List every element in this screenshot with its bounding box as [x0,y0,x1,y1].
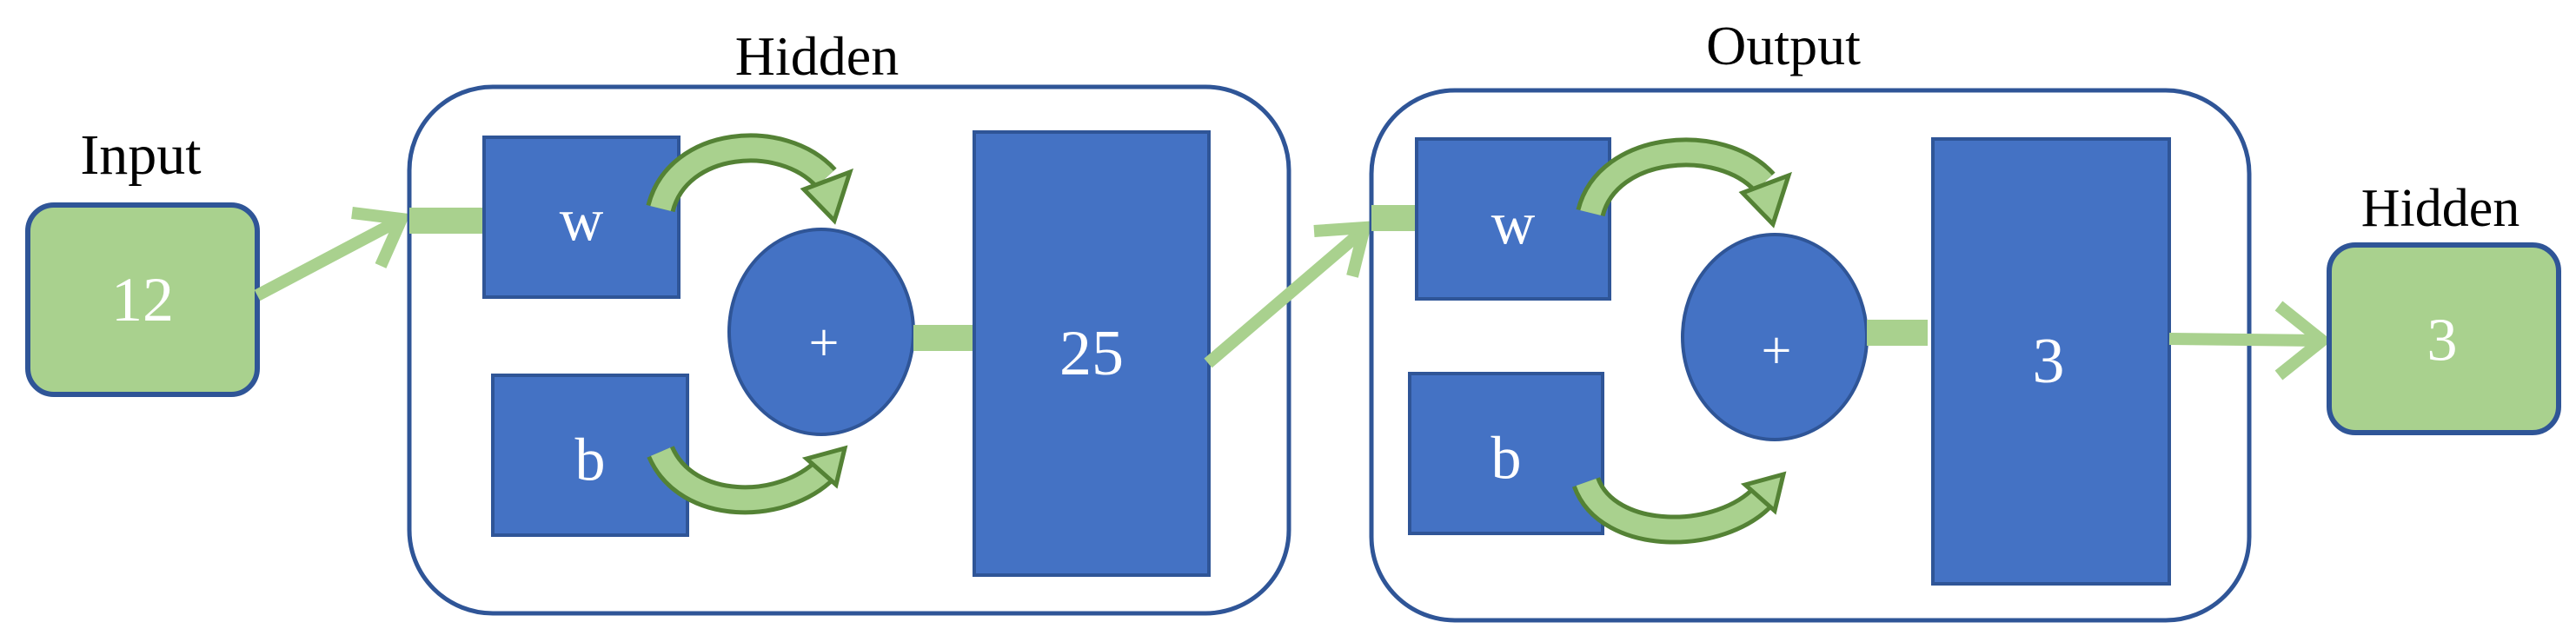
hidden-sum-node: + [727,228,915,436]
final-hidden-label: Hidden [2361,179,2520,238]
input-label: Input [80,123,201,187]
hidden-neurons-box: 25 [973,130,1211,577]
hidden-weight-label: w [560,188,604,255]
hidden-layer-label: Hidden [735,25,899,87]
input-node: 12 [25,202,260,397]
output-weight-label: w [1491,191,1536,258]
output-neurons-box: 3 [1931,137,2171,586]
output-weight-box: w [1415,137,1611,301]
hidden-input-connector [409,208,484,234]
hidden-weight-to-sum-curved-arrow [646,133,853,225]
output-input-connector [1371,205,1417,231]
hidden-to-output-arrow [1204,221,1373,368]
output-bias-box: b [1408,372,1604,535]
hidden-bias-to-sum-curved-arrow [647,445,848,515]
hidden-layer-size: 25 [1059,318,1124,389]
output-to-final-arrow [2168,301,2333,381]
input-to-hidden-arrow [254,207,411,301]
output-sum-symbol: + [1762,321,1792,381]
hidden-weight-box: w [482,136,681,299]
hidden-layer-box: w b + 25 [407,84,1291,616]
output-bias-label: b [1491,426,1522,493]
final-node-value: 3 [2427,308,2458,374]
output-weight-to-sum-curved-arrow [1576,137,1792,228]
output-layer-box: w b + 3 [1369,88,2252,623]
output-layer-label: Output [1706,15,1861,76]
input-node-value: 12 [111,265,174,334]
hidden-sum-symbol: + [809,314,840,373]
output-sum-node: + [1681,233,1869,441]
hidden-sum-connector [913,325,974,351]
output-sum-connector [1867,320,1928,346]
final-node: 3 [2327,242,2561,435]
output-layer-size: 3 [2033,326,2065,397]
output-bias-to-sum-curved-arrow [1571,471,1787,545]
hidden-bias-label: b [575,427,606,494]
